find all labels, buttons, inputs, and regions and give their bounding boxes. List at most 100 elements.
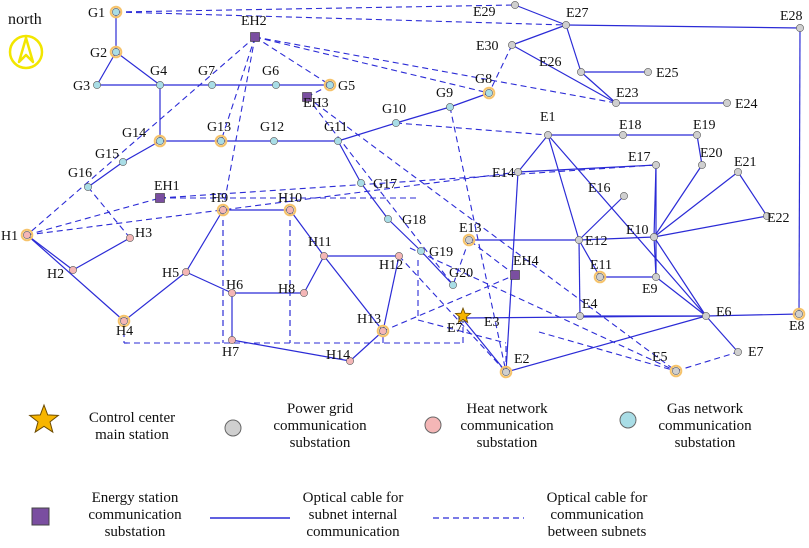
node-marker — [577, 68, 585, 76]
node-label: G12 — [260, 120, 284, 135]
node-label: E17 — [628, 150, 651, 165]
node-label: E29 — [473, 5, 496, 20]
node-label: EH4 — [513, 254, 539, 269]
node-halo — [216, 203, 230, 217]
node-e11: E11 — [590, 258, 612, 284]
node-g5: G5 — [323, 78, 355, 94]
legend-power-label: Power grid communication substation — [273, 401, 367, 451]
compass-label: north — [8, 11, 42, 28]
inter-subnet-cable — [306, 96, 677, 372]
inter-subnet-cable — [382, 274, 516, 332]
node-label: G5 — [338, 79, 355, 94]
internal-cable — [395, 106, 451, 124]
node-e10: E10 — [626, 223, 658, 241]
node-label: H4 — [116, 324, 133, 339]
node-g3: G3 — [73, 79, 101, 94]
node-e16: E16 — [588, 181, 628, 200]
node-e29: E29 — [473, 1, 519, 20]
node-label: E28 — [780, 9, 803, 24]
node-marker — [612, 99, 620, 107]
substations: G1G2G3G4G5G6G7G8G9G10G11G12G13G14G15G16G… — [1, 1, 806, 379]
node-marker — [300, 289, 308, 297]
internal-cable — [737, 171, 768, 217]
compass-ring — [8, 34, 44, 70]
node-h10: H10 — [278, 191, 302, 217]
node-g1: G1 — [88, 5, 123, 21]
node-e5: E5 — [652, 350, 683, 378]
node-marker — [544, 131, 552, 139]
node-marker — [723, 99, 731, 107]
internal-cable — [303, 255, 325, 294]
internal-cable — [653, 171, 739, 238]
node-halo — [109, 5, 123, 19]
legend-dashed-label: Optical cable for communication between … — [546, 490, 648, 540]
node-halo — [376, 324, 390, 338]
node-e17: E17 — [628, 150, 660, 169]
inter-subnet-cable — [254, 36, 331, 86]
node-halo — [462, 233, 476, 247]
node-label: E26 — [539, 55, 562, 70]
node-marker — [511, 1, 519, 9]
node-label: E5 — [652, 350, 668, 365]
node-marker — [119, 158, 127, 166]
node-marker — [156, 81, 164, 89]
legend-gas-marker — [619, 411, 637, 429]
internal-cable — [578, 239, 601, 278]
node-label: G13 — [207, 120, 231, 135]
node-label: H9 — [211, 191, 228, 206]
inter-subnet-cable — [254, 36, 490, 94]
node-label: E19 — [693, 118, 716, 133]
node-g20: G20 — [449, 266, 473, 289]
node-marker — [228, 336, 236, 344]
node-label: EH3 — [303, 96, 329, 111]
internal-cable — [337, 122, 397, 142]
internal-cable — [185, 209, 224, 273]
inter-subnet-cable — [87, 186, 131, 239]
energy-station-marker — [510, 270, 520, 280]
node-e1: E1 — [540, 110, 556, 139]
node-halo — [669, 364, 683, 378]
node-marker — [449, 281, 457, 289]
node-g19: G19 — [417, 245, 453, 260]
node-halo — [109, 45, 123, 59]
internal-cable — [514, 4, 567, 26]
node-label: E9 — [642, 282, 658, 297]
node-eh3: EH3 — [302, 92, 329, 111]
node-label: G3 — [73, 79, 90, 94]
node-marker — [395, 252, 403, 260]
node-label: E11 — [590, 258, 612, 273]
node-halo — [20, 228, 34, 242]
internal-cable — [547, 134, 707, 317]
node-e2: E2 — [499, 352, 530, 379]
node-marker — [357, 179, 365, 187]
energy-station-marker — [250, 32, 260, 42]
internal-cable — [578, 195, 625, 241]
node-eh1: EH1 — [154, 179, 180, 203]
node-label: G14 — [122, 126, 146, 141]
node-label: E14 — [492, 166, 515, 181]
node-marker — [384, 215, 392, 223]
node-e20: E20 — [698, 146, 723, 169]
internal-cable — [26, 234, 125, 322]
inter-subnet-cable — [115, 11, 567, 26]
internal-cable — [185, 271, 233, 294]
legend-center-star-icon — [28, 403, 60, 434]
internal-cable — [653, 215, 768, 238]
node-marker — [619, 131, 627, 139]
internal-cable — [696, 134, 703, 166]
energy-station-marker — [155, 193, 165, 203]
north-compass: north — [8, 11, 44, 70]
node-label: EH1 — [154, 179, 180, 194]
node-h6: H6 — [226, 278, 243, 297]
node-label: E24 — [735, 97, 758, 112]
node-label: H2 — [47, 267, 64, 282]
internal-cable — [547, 134, 580, 241]
node-marker — [514, 168, 522, 176]
node-e13: E13 — [459, 221, 482, 247]
node-halo — [283, 203, 297, 217]
node-marker — [182, 268, 190, 276]
node-marker — [485, 89, 493, 97]
node-h5: H5 — [162, 266, 190, 281]
internal-cable — [337, 140, 362, 184]
node-h8: H8 — [278, 282, 308, 297]
